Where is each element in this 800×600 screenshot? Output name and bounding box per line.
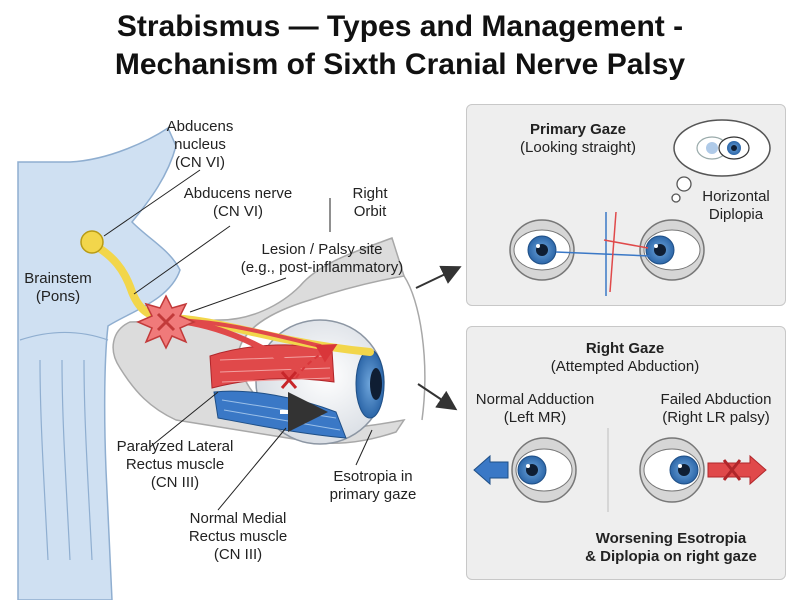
- title-line-1: Strabismus — Types and Management -: [116, 10, 684, 43]
- brainstem-label: Brainstem (Pons): [24, 270, 92, 305]
- failed-abduction-arrow-icon: [707, 454, 767, 486]
- right-orbit-label: Right Orbit: [352, 185, 388, 220]
- normal-adduction-label: Normal Adduction (Left MR): [475, 391, 595, 426]
- orbit-bone: [112, 237, 426, 444]
- right-gaze-right-eye: [639, 437, 705, 503]
- primary-gaze-left-eye: [509, 219, 575, 281]
- lesion-site-marker: [136, 294, 196, 350]
- primary-gaze-heading: Primary Gaze (Looking straight): [520, 121, 636, 156]
- brainstem: [17, 126, 181, 600]
- abducens-nucleus-label: Abducens nucleus (CN VI): [166, 118, 234, 171]
- abducens-nerve-label: Abducens nerve (CN VI): [183, 185, 293, 220]
- adduction-arrow-icon: [473, 454, 509, 486]
- horizontal-diplopia-label: Horizontal Diplopia: [702, 188, 770, 223]
- esotropia-label: Esotropia in primary gaze: [329, 468, 417, 503]
- attempted-abduction-arrow: [295, 344, 338, 379]
- lateral-rectus-muscle: [209, 344, 335, 389]
- right-gaze-heading: Right Gaze (Attempted Abduction): [550, 340, 700, 375]
- worsening-esotropia-label: Worsening Esotropia & Diplopia on right …: [585, 530, 757, 565]
- lateral-rectus-label: Paralyzed Lateral Rectus muscle (CN III): [116, 438, 234, 491]
- failed-muscle-x-icon: [280, 371, 298, 389]
- arrow-to-right-panel: [417, 383, 458, 411]
- right-gaze-left-eye: [511, 437, 577, 503]
- title-line-2: Mechanism of Sixth Cranial Nerve Palsy: [114, 48, 686, 81]
- leader-lines: [103, 169, 373, 511]
- primary-gaze-sight-lines: [555, 211, 651, 296]
- primary-gaze-right-eye: [639, 219, 705, 281]
- arrow-to-primary-panel: [415, 265, 462, 289]
- diagram-title: Strabismus — Types and Management - Mech…: [0, 8, 800, 84]
- lesion-label: Lesion / Palsy site (e.g., post-inflamma…: [240, 241, 404, 276]
- diplopia-thought-bubble: [671, 119, 771, 203]
- medial-rectus-label: Normal Medial Rectus muscle (CN III): [188, 510, 288, 563]
- abducens-nucleus: [80, 230, 104, 254]
- medial-rectus-muscle: [213, 390, 347, 439]
- failed-abduction-label: Failed Abduction (Right LR palsy): [660, 391, 772, 426]
